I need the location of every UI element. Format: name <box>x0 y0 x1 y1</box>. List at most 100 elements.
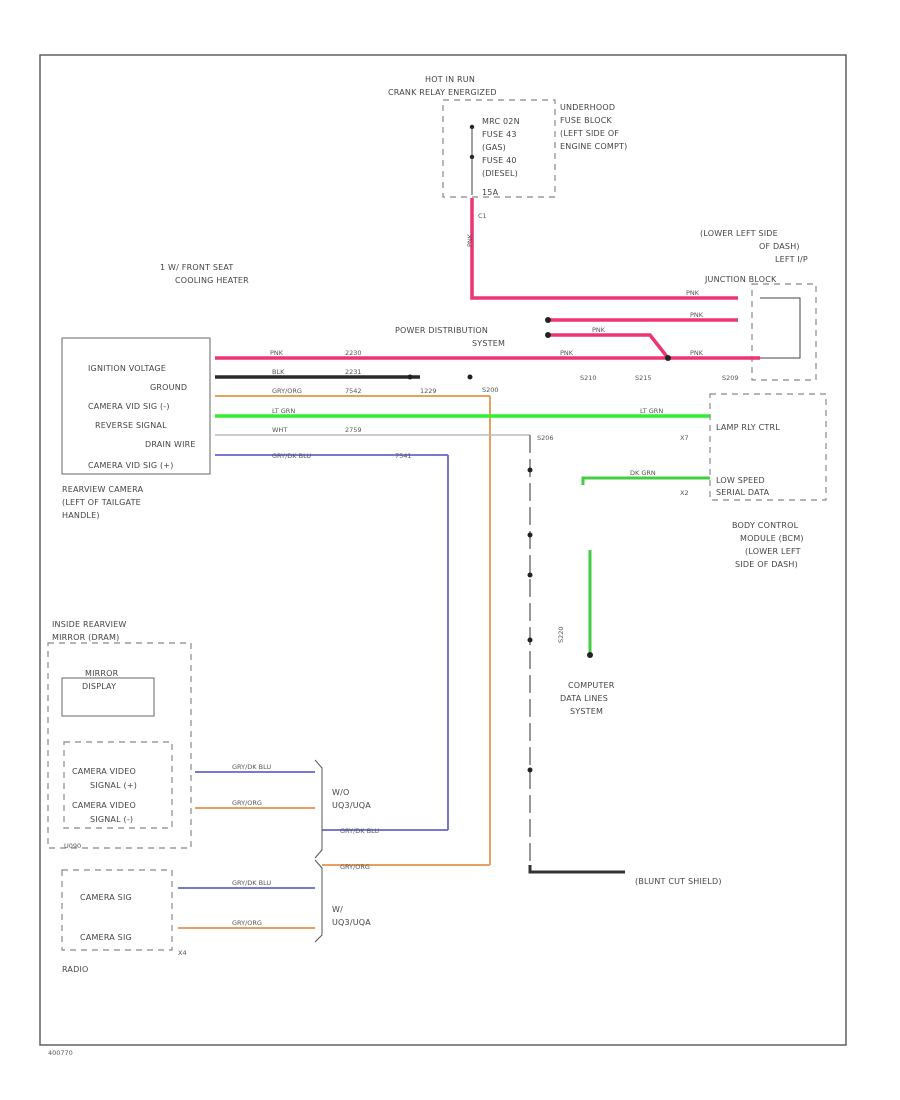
shield-label: (BLUNT CUT SHIELD) <box>635 877 722 886</box>
mirror-pin-outline <box>63 741 173 829</box>
wire-color-label: GRY/ORG <box>232 919 262 927</box>
mirror-outline <box>47 642 192 849</box>
diagram-frame <box>39 54 847 1046</box>
fuse-line: FUSE 43 <box>482 130 517 139</box>
splice-label: S200 <box>482 386 499 394</box>
fuse-list: MRC 02N FUSE 43 (GAS) FUSE 40 (DIESEL) 1… <box>482 117 520 197</box>
splice-label: S215 <box>635 374 652 382</box>
bcm-connector-label: X2 <box>680 489 689 497</box>
splice-labels: S210 S215 S209 S200 S206 <box>482 374 739 442</box>
option-label: W/ <box>332 905 343 914</box>
radio-wires <box>178 887 315 929</box>
bcm-caption-line: MODULE (BCM) <box>740 534 804 543</box>
mirror-connector-label: U090 <box>64 842 81 850</box>
computer-data-label: DATA LINES <box>560 694 608 703</box>
wire-color-label: PNK <box>686 289 700 297</box>
wire-color-label: GRY/DK BLU <box>272 452 311 460</box>
option-label: UQ3/UQA <box>332 918 371 927</box>
wire-color-label: GRY/ORG <box>340 863 370 871</box>
circuit-label: 7542 <box>345 387 362 395</box>
mirror-title: INSIDE REARVIEW <box>52 620 127 629</box>
wire-color-label: WHT <box>272 426 287 434</box>
fuse-location-line: (LEFT SIDE OF <box>560 129 619 138</box>
camera-caption-line: (LEFT OF TAILGATE <box>62 498 141 507</box>
power-distribution-label: SYSTEM <box>472 339 505 348</box>
mirror-title: MIRROR (DRAM) <box>52 633 119 642</box>
fuse-symbols <box>469 124 475 195</box>
wire-color-label: GRY/DK BLU <box>232 879 271 887</box>
wire-color-label: GRY/DK BLU <box>232 763 271 771</box>
splice-label: S206 <box>537 434 554 442</box>
circuit-label: 7541 <box>395 452 412 460</box>
camera-pins: IGNITION VOLTAGE GROUND CAMERA VID SIG (… <box>88 364 195 470</box>
bcm-connector-label: X7 <box>680 434 689 442</box>
fuse-line: (DIESEL) <box>482 169 518 178</box>
splice-label: S210 <box>580 374 597 382</box>
circuit-label: 2231 <box>345 368 362 376</box>
option-label: W/O <box>332 788 350 797</box>
radio-caption: RADIO <box>62 965 89 974</box>
junction-block-label: (LOWER LEFT SIDE OF DASH) LEFT I/P JUNCT… <box>700 229 808 284</box>
computer-data-label: COMPUTER <box>568 681 615 690</box>
fuse-line: MRC 02N <box>482 117 520 126</box>
mirror-pin-label: SIGNAL (+) <box>90 781 137 790</box>
rearview-camera-box <box>61 337 211 475</box>
option-label: UQ3/UQA <box>332 801 371 810</box>
fuse-line: (GAS) <box>482 143 506 152</box>
fuse-line: FUSE 40 <box>482 156 517 165</box>
wire-color-label: LT GRN <box>640 407 663 415</box>
pink-power-wires <box>215 198 801 361</box>
radio-connector-label: X4 <box>178 949 187 957</box>
splice-label: S220 <box>557 626 565 643</box>
fuse-line: 15A <box>482 188 499 197</box>
note-line: 1 W/ FRONT SEAT <box>160 263 234 272</box>
wire-color-label: BLK <box>272 368 285 376</box>
hot-in-run-label: HOT IN RUN <box>425 75 475 84</box>
wire-color-label: PNK <box>690 311 704 319</box>
camera-pin-label: GROUND <box>150 383 187 392</box>
camera-pin-label: IGNITION VOLTAGE <box>88 364 166 373</box>
wire-color-label: PNK <box>466 233 474 247</box>
mirror-display-label: DISPLAY <box>82 682 116 691</box>
mirror-pin-label: CAMERA VIDEO <box>72 767 136 776</box>
wire-color-label: GRY/ORG <box>232 799 262 807</box>
fuse-location-line: UNDERHOOD <box>560 103 615 112</box>
serial-data-wire <box>581 476 710 658</box>
junction-line: LEFT I/P <box>775 255 808 264</box>
junction-block-outline <box>751 283 817 381</box>
wire-color-label: LT GRN <box>272 407 295 415</box>
radio-pin-label: CAMERA SIG <box>80 933 132 942</box>
fuse-connector-label: C1 <box>478 212 487 220</box>
wire-color-label: GRY/DK BLU <box>340 827 379 835</box>
camera-pin-label: CAMERA VID SIG (+) <box>88 461 174 470</box>
computer-data-label: SYSTEM <box>570 707 603 716</box>
camera-caption-line: REARVIEW CAMERA <box>62 485 144 494</box>
fuse-location-line: FUSE BLOCK <box>560 116 612 125</box>
fuse-location-line: ENGINE COMPT) <box>560 142 627 151</box>
figure-id: 400770 <box>48 1049 73 1057</box>
mirror-pin-label: CAMERA VIDEO <box>72 801 136 810</box>
mirror-display-label: MIRROR <box>85 669 119 678</box>
bcm-pin-label: LAMP RLY CTRL <box>716 423 780 432</box>
camera-pin-label: REVERSE SIGNAL <box>95 421 167 430</box>
circuit-label: 1229 <box>420 387 437 395</box>
note-line: COOLING HEATER <box>175 276 249 285</box>
splice-label: S209 <box>722 374 739 382</box>
camera-caption-line: HANDLE) <box>62 511 100 520</box>
wire-color-label: GRY/ORG <box>272 387 302 395</box>
crank-relay-label: CRANK RELAY ENERGIZED <box>388 88 497 97</box>
mirror-wires <box>195 771 315 809</box>
bcm-caption-line: (LOWER LEFT <box>745 547 801 556</box>
radio-pin-label: CAMERA SIG <box>80 893 132 902</box>
junction-line: JUNCTION BLOCK <box>704 275 777 284</box>
bcm-caption: BODY CONTROL MODULE (BCM) (LOWER LEFT SI… <box>732 521 804 569</box>
bcm-pin-label: SERIAL DATA <box>716 488 770 497</box>
camera-caption: REARVIEW CAMERA (LEFT OF TAILGATE HANDLE… <box>62 485 144 520</box>
fuse-block-location: UNDERHOOD FUSE BLOCK (LEFT SIDE OF ENGIN… <box>560 103 627 151</box>
bcm-caption-line: SIDE OF DASH) <box>735 560 798 569</box>
junction-line: OF DASH) <box>759 242 800 251</box>
circuit-label: 2230 <box>345 349 362 357</box>
radio-outline <box>61 869 173 951</box>
wire-color-label: DK GRN <box>630 469 656 477</box>
camera-wires <box>215 374 710 874</box>
